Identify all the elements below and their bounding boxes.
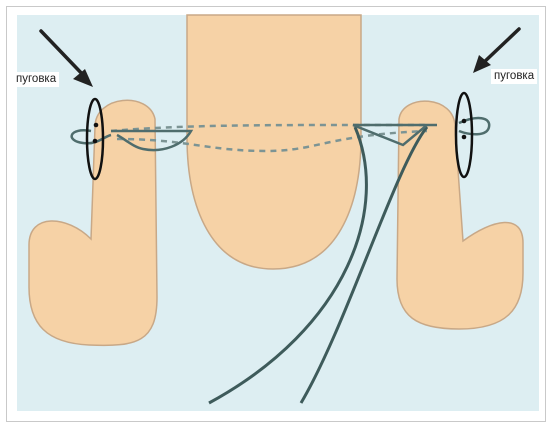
button-label-right: пуговка xyxy=(491,69,537,84)
diagram-panel: пуговка пуговка xyxy=(6,6,546,422)
suture-diagram xyxy=(7,7,545,421)
central-tissue xyxy=(187,15,361,269)
button-label-left: пуговка xyxy=(13,72,59,87)
